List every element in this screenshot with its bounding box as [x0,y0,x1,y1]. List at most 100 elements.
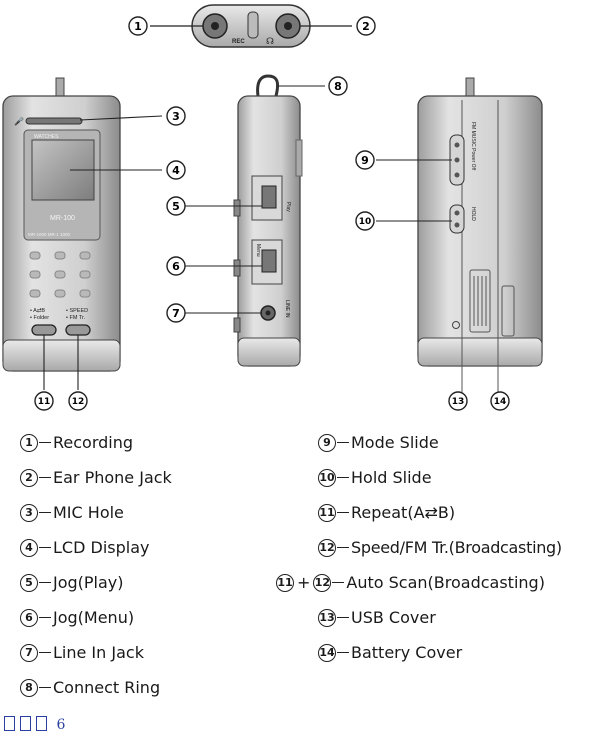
marker-9: 9 [355,150,375,170]
plus-sign: + [297,573,311,592]
top-connector-view: REC ☊ [150,4,352,48]
svg-text:11: 11 [38,397,51,407]
legend-number: 11 [318,503,336,522]
marker-1: 1 [128,16,148,36]
legend-item-line-in-jack: 7 Line In Jack [20,643,144,662]
svg-text:• A⇄B: • A⇄B [30,307,45,314]
legend-label: USB Cover [351,608,436,627]
legend-item-jog-menu: 6 Jog(Menu) [20,608,134,627]
marker-12: 12 [68,391,88,411]
legend-number: 7 [20,643,38,662]
svg-text:7: 7 [172,307,180,320]
svg-text:5: 5 [172,200,180,213]
legend-number: 11 [276,573,294,592]
placeholder-glyph [4,716,15,731]
legend-item-battery-cover: 14 Battery Cover [318,643,462,662]
hold-slide [449,204,465,234]
marker-7: 7 [166,303,186,323]
legend-number: 1 [20,433,38,452]
legend-label: Speed/FM Tr.(Broadcasting) [351,538,562,557]
front-view: 🎤 WATCHES MR-100 MR-1000 MR-1 1000 • A⇄B… [2,77,163,390]
legend-label: Auto Scan(Broadcasting) [346,573,545,592]
legend-number: 5 [20,573,38,592]
svg-text:3: 3 [172,110,180,123]
legend-number: 9 [318,433,336,452]
legend-number: 2 [20,468,38,487]
page-footer: 6 [4,716,65,733]
side-view: Play Menu LINE IN [178,74,325,367]
legend-label: Repeat(A⇄B) [351,503,456,522]
marker-3: 3 [166,106,186,126]
svg-text:Play: Play [285,202,291,212]
legend-item-jog-play: 5 Jog(Play) [20,573,124,592]
legend-label: Jog(Play) [53,573,124,592]
front-brand: WATCHES [34,134,59,140]
speed-button [65,324,91,336]
svg-text:9: 9 [361,154,369,167]
legend-label: Line In Jack [53,643,144,662]
marker-13: 13 [448,391,468,411]
svg-text:• SPEED: • SPEED [66,308,88,314]
legend-item-auto-scan: 11 + 12 Auto Scan(Broadcasting) [276,573,545,592]
marker-5: 5 [166,196,186,216]
back-view: FM MUSIC Power Off HOLD [376,77,543,395]
legend-item-mic-hole: 3 MIC Hole [20,503,124,522]
legend-label: Recording [53,433,134,452]
label-sticker [469,269,515,337]
legend-label: Ear Phone Jack [53,468,172,487]
model-text: MR-100 [50,215,75,222]
svg-text:12: 12 [72,397,85,407]
legend-label: Mode Slide [351,433,439,452]
legend-item-usb-cover: 13 USB Cover [318,608,436,627]
svg-text:10: 10 [359,217,372,227]
legend-number: 12 [313,573,332,592]
legend-item-lcd-display: 4 LCD Display [20,538,149,557]
legend-item-speed-fm-tr: 12 Speed/FM Tr.(Broadcasting) [318,538,562,557]
svg-text:🎤: 🎤 [14,116,24,126]
rec-label: REC [232,39,245,45]
legend-label: MIC Hole [53,503,124,522]
legend-number: 12 [318,538,336,557]
svg-text:Menu: Menu [255,244,261,257]
legend-item-mode-slide: 9 Mode Slide [318,433,439,452]
svg-text:4: 4 [172,164,180,177]
legend-number: 6 [20,608,38,627]
marker-14: 14 [490,391,510,411]
marker-11: 11 [34,391,54,411]
marker-6: 6 [166,256,186,276]
svg-text:14: 14 [494,397,507,407]
legend-label: LCD Display [53,538,150,557]
legend-item-ear-phone-jack: 2 Ear Phone Jack [20,468,172,487]
legend-item-repeat: 11 Repeat(A⇄B) [318,503,455,522]
svg-text:13: 13 [452,397,465,407]
svg-text:FM MUSIC Power Off: FM MUSIC Power Off [470,122,476,171]
placeholder-glyph [20,716,31,731]
legend-number: 13 [318,608,336,627]
repeat-button [31,324,57,336]
bottom-print: MR-1000 MR-1 1000 [28,232,71,237]
device-diagram: REC ☊ 🎤 WATCHES MR-100 MR-1000 MR-1 1000… [2,4,543,411]
svg-text:HOLD: HOLD [470,207,476,221]
legend-number: 4 [20,538,38,557]
legend-number: 8 [20,678,38,697]
svg-text:6: 6 [172,260,180,273]
svg-text:1: 1 [134,20,142,33]
legend-item-recording: 1 Recording [20,433,133,452]
legend-label: Hold Slide [351,468,432,487]
legend-item-connect-ring: 8 Connect Ring [20,678,160,697]
page-number: 6 [56,717,66,733]
legend-label: Battery Cover [351,643,463,662]
keypad-dots [29,251,91,298]
svg-text:8: 8 [334,80,342,93]
legend-number: 14 [318,643,336,662]
legend-number: 10 [318,468,336,487]
svg-text:• FM Tr.: • FM Tr. [66,315,86,321]
legend-item-hold-slide: 10 Hold Slide [318,468,432,487]
center-slot [247,11,259,39]
marker-4: 4 [166,160,186,180]
marker-10: 10 [355,211,375,231]
legend-label: Connect Ring [53,678,161,697]
placeholder-glyph [36,716,47,731]
headphone-icon: ☊ [266,37,274,47]
marker-8: 8 [328,76,348,96]
